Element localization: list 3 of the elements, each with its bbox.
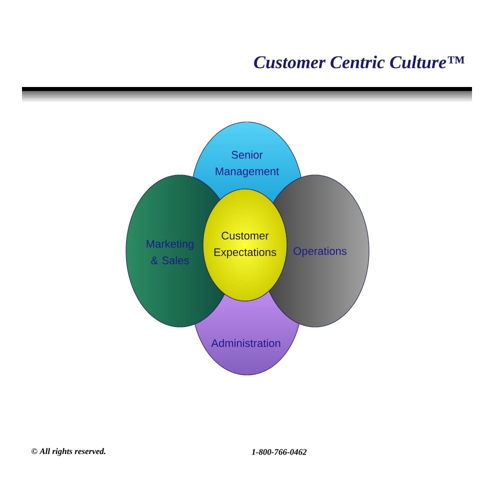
footer-text: © All rights reserved.: [32, 448, 106, 456]
title: Customer Centric Culture™: [254, 56, 464, 68]
footer-text: 1-800-766-0462: [252, 449, 307, 455]
